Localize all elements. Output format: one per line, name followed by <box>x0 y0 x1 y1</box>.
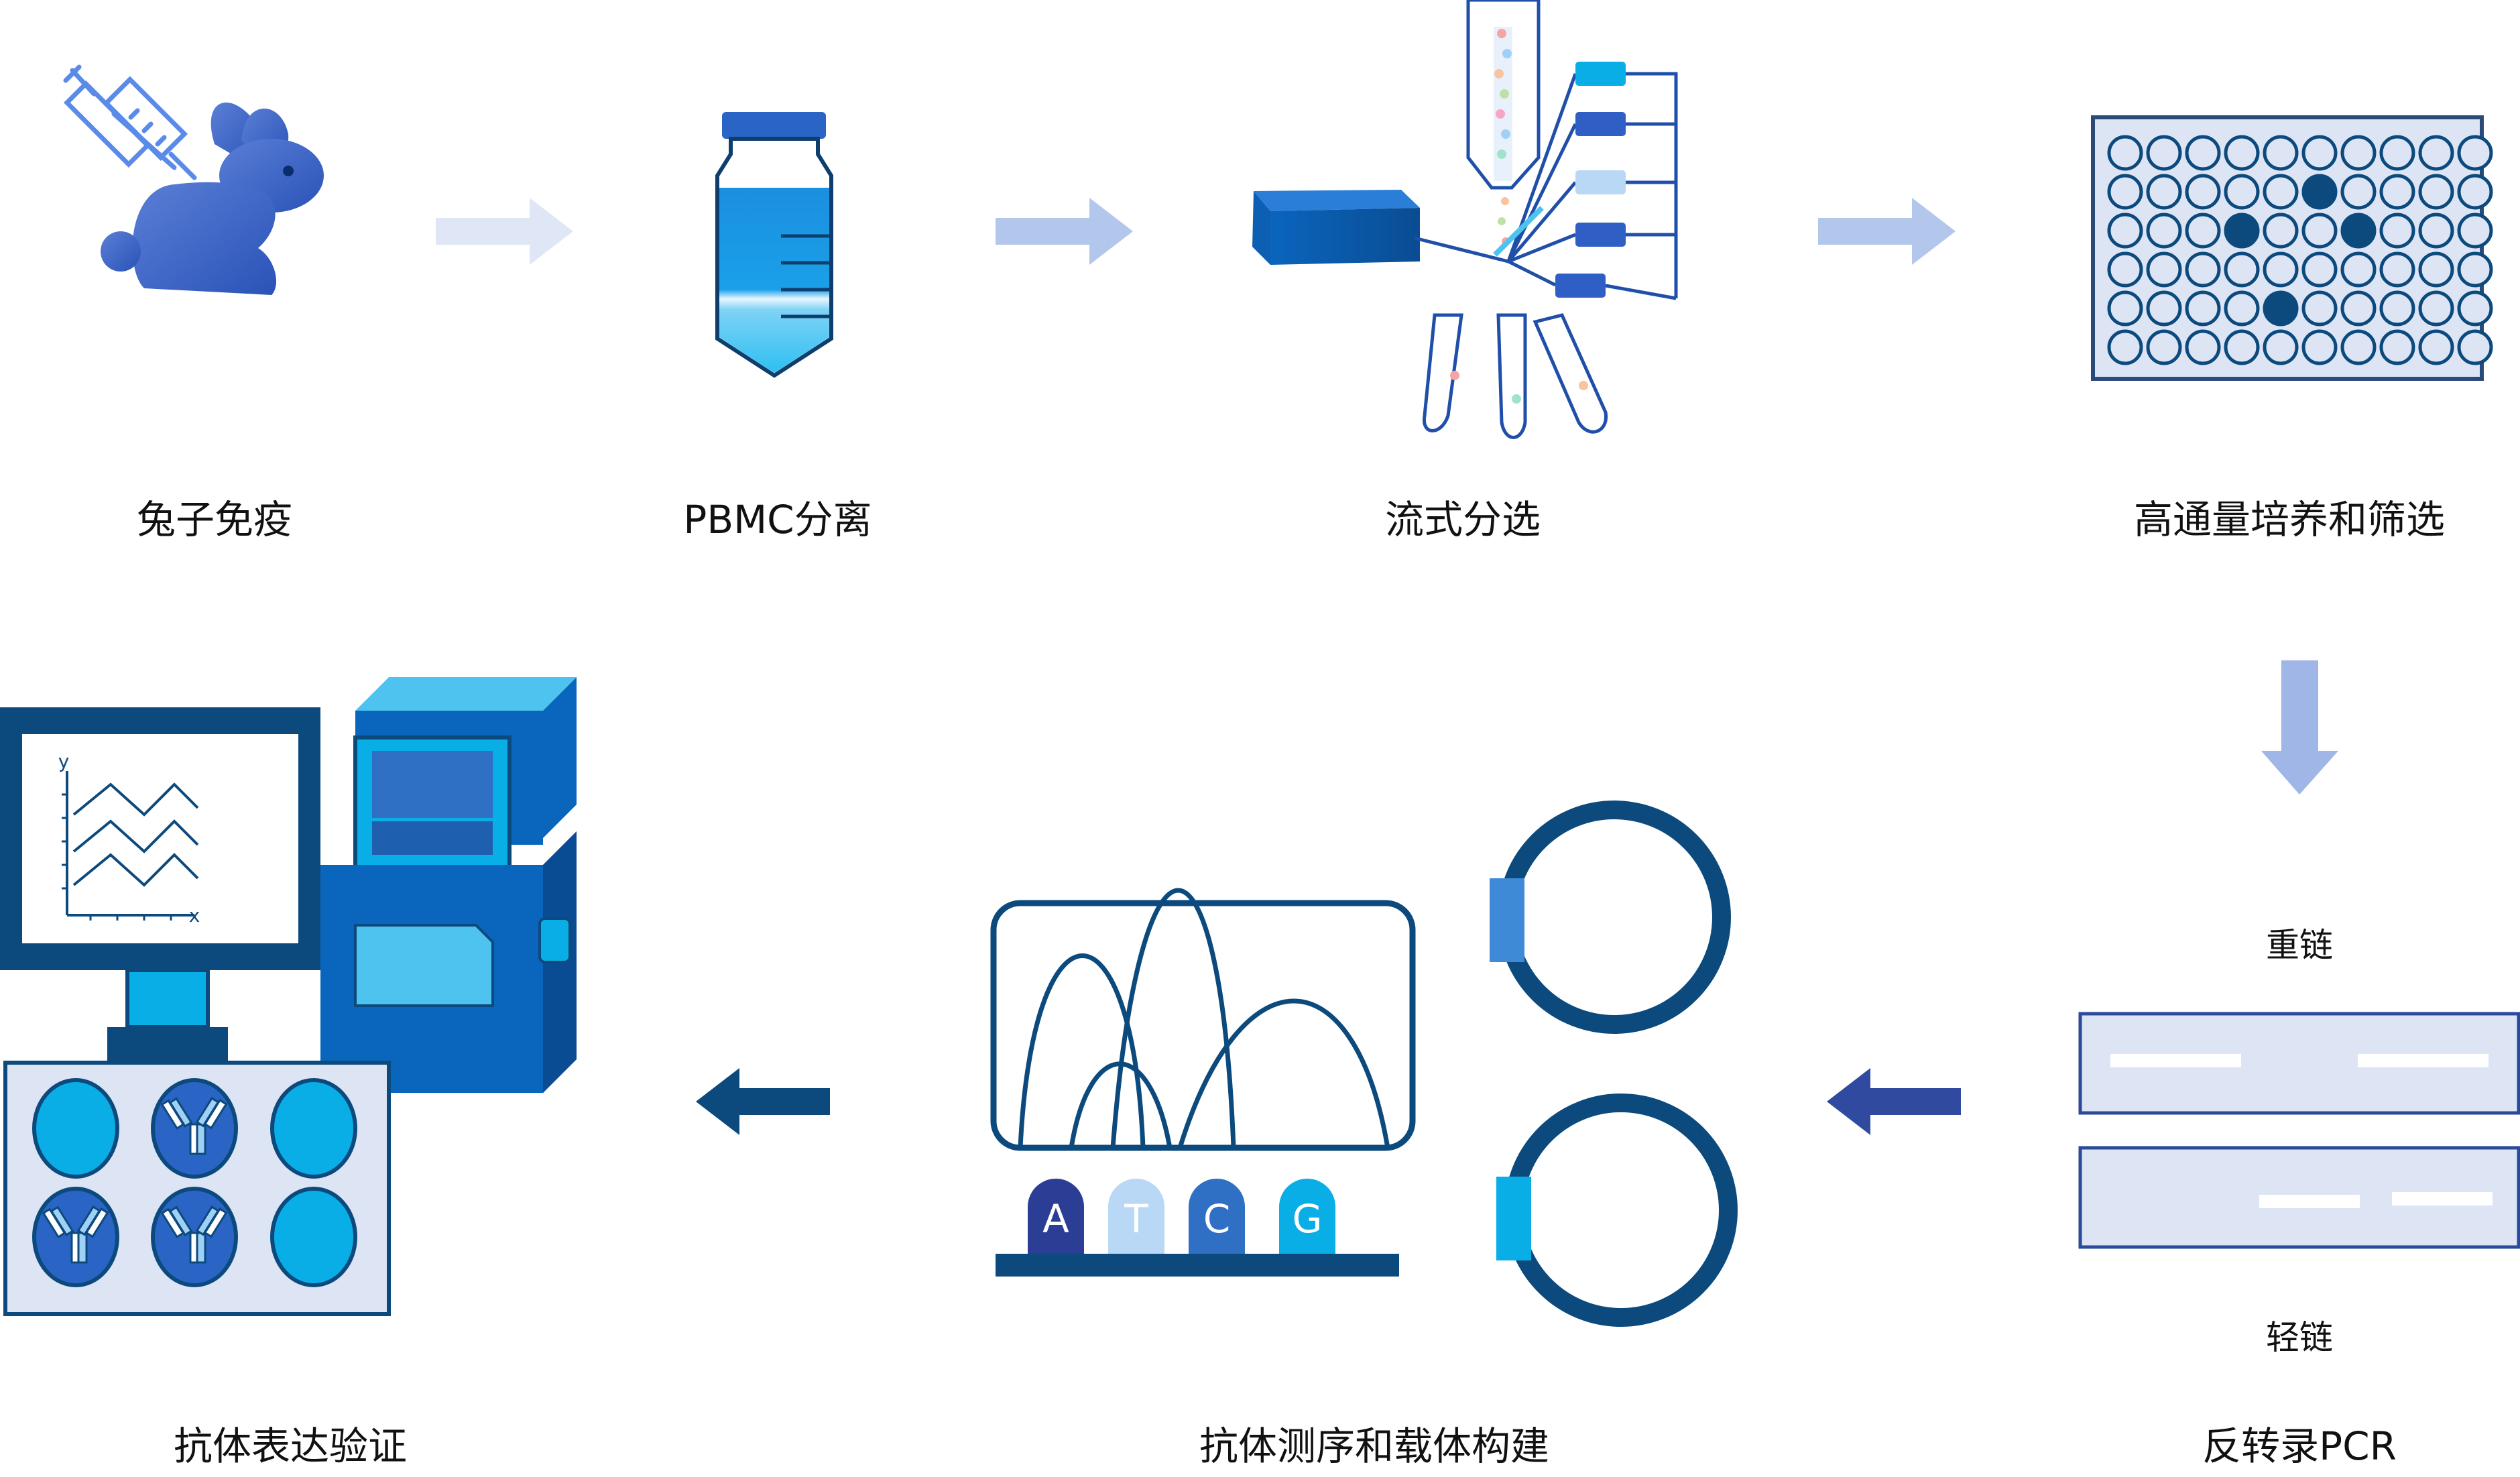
arrow-right-2 <box>996 198 1133 265</box>
plate-well <box>2340 135 2377 171</box>
plate-well <box>2263 174 2299 210</box>
rabbit-icon <box>101 102 324 295</box>
arrow-left-2 <box>696 1068 830 1135</box>
plate-well <box>2224 174 2260 210</box>
step-label-culture: 高通量培养和筛选 <box>2133 497 2446 542</box>
arrow-left-1 <box>1827 1068 1961 1135</box>
plate-well <box>2146 213 2182 249</box>
plate-well <box>2418 174 2454 210</box>
plate-well <box>2418 135 2454 171</box>
instrument-icon <box>320 677 577 1093</box>
plate-well <box>2457 135 2493 171</box>
step-label-rtpcr: 反转录PCR <box>2202 1423 2397 1469</box>
well-plate-icon <box>2091 115 2493 381</box>
plate-well <box>2340 174 2377 210</box>
plate-well <box>2379 135 2415 171</box>
plate-well <box>2146 290 2182 327</box>
plot-x-axis-label: x <box>189 904 200 927</box>
base-g: G <box>1293 1196 1323 1242</box>
plate-well <box>2457 290 2493 327</box>
gel-label-heavy: 重链 <box>2266 926 2333 965</box>
plate-well <box>2107 290 2143 327</box>
plate-well <box>2340 290 2377 327</box>
base-c: C <box>1203 1196 1231 1242</box>
plate-well <box>2379 251 2415 288</box>
base-t: T <box>1124 1196 1148 1242</box>
plate-well <box>2185 135 2221 171</box>
plate-well <box>2418 213 2454 249</box>
plate-well <box>2263 135 2299 171</box>
plate-well <box>2224 135 2260 171</box>
plate-well <box>2263 213 2299 249</box>
plate-well <box>2107 213 2143 249</box>
plot-y-axis-label: y <box>58 750 70 772</box>
plate-well <box>2146 135 2182 171</box>
plate-well <box>2224 213 2260 249</box>
gel-label-light: 轻链 <box>2266 1318 2333 1357</box>
plate-well <box>2107 135 2143 171</box>
plate-well <box>2224 251 2260 288</box>
plate-well <box>2185 174 2221 210</box>
plate-well <box>2107 251 2143 288</box>
syringe-icon <box>63 64 197 180</box>
plate-well <box>2340 251 2377 288</box>
plate-well <box>2263 329 2299 365</box>
sequencer-icon <box>990 888 1416 1277</box>
plate-well <box>2301 290 2338 327</box>
plate-well <box>2379 329 2415 365</box>
plate-well <box>2301 135 2338 171</box>
plate-well <box>2146 251 2182 288</box>
antibody-icon <box>160 1205 228 1264</box>
plate-well <box>2185 290 2221 327</box>
elisa-plate <box>3 1061 391 1316</box>
plate-well <box>2418 329 2454 365</box>
tube-icon <box>715 112 833 378</box>
plate-well <box>2107 174 2143 210</box>
arrow-right-1 <box>436 198 573 265</box>
plate-well <box>2457 213 2493 249</box>
plate-well <box>2107 329 2143 365</box>
plate-well <box>2379 290 2415 327</box>
plate-well <box>2185 213 2221 249</box>
gel-icon <box>2078 1012 2520 1249</box>
plate-well <box>2379 174 2415 210</box>
plate-well <box>2301 174 2338 210</box>
antibody-icon <box>42 1205 109 1264</box>
step-label-validate: 抗体表达验证 <box>173 1423 408 1469</box>
plate-well <box>2457 251 2493 288</box>
plate-well <box>2224 290 2260 327</box>
plate-well <box>2185 329 2221 365</box>
plate-well <box>2301 251 2338 288</box>
plate-well <box>2418 290 2454 327</box>
antibody-icon <box>42 1096 228 1264</box>
plasmid-icon <box>1490 801 1738 1327</box>
arrow-down <box>2261 660 2338 794</box>
plate-well <box>2146 329 2182 365</box>
step-label-seq: 抗体测序和载体构建 <box>1199 1423 1550 1469</box>
plate-well <box>2301 213 2338 249</box>
monitor-icon <box>0 707 320 1061</box>
antibody-icon <box>160 1096 228 1155</box>
step-label-flow: 流式分选 <box>1384 497 1541 542</box>
plate-well <box>2263 251 2299 288</box>
plate-well <box>2301 329 2338 365</box>
step-label-rabbit: 兔子免疫 <box>136 497 293 542</box>
base-a: A <box>1042 1196 1069 1242</box>
plate-well <box>2340 329 2377 365</box>
plate-well <box>2340 213 2377 249</box>
step-label-pbmc: PBMC分离 <box>683 497 872 542</box>
plate-well <box>2185 251 2221 288</box>
plate-well <box>2457 174 2493 210</box>
flow-cytometer-icon <box>1252 0 1678 439</box>
plate-well <box>2379 213 2415 249</box>
plate-well <box>2263 290 2299 327</box>
arrow-right-3 <box>1818 198 1956 265</box>
plate-well <box>2146 174 2182 210</box>
plate-well <box>2457 329 2493 365</box>
plate-well <box>2224 329 2260 365</box>
plate-well <box>2418 251 2454 288</box>
